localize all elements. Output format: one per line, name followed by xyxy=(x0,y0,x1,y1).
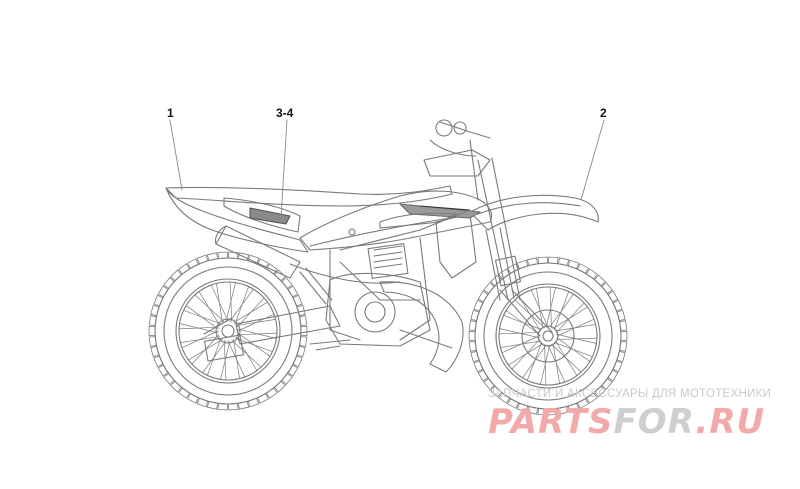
watermark-caption: ЗАПЧАСТИ И АКСЕССУАРЫ ДЛЯ МОТОТЕХНИКИ xyxy=(488,388,772,400)
watermark-logo-for: FOR xyxy=(613,402,696,442)
handlebar xyxy=(423,119,491,201)
exhaust xyxy=(214,225,401,284)
footpeg xyxy=(309,339,351,351)
fuel-tank-shroud xyxy=(299,190,493,251)
front-wheel xyxy=(468,256,628,416)
rear-wheel xyxy=(148,251,308,411)
watermark-logo: PARTSFOR.RU xyxy=(488,402,765,442)
front-fender xyxy=(469,194,599,231)
front-number-plate xyxy=(435,213,477,279)
rear-shock xyxy=(299,267,333,305)
rear-tire-knobs xyxy=(148,251,308,411)
callout-label-2: 2 xyxy=(600,106,607,120)
seat xyxy=(165,185,453,207)
watermark-logo-parts: PARTS xyxy=(488,402,614,442)
swingarm xyxy=(203,305,341,362)
front-spokes xyxy=(498,286,598,386)
rear-side-panel xyxy=(165,187,356,253)
front-fork xyxy=(477,157,553,337)
front-tire-knobs xyxy=(468,256,628,416)
engine xyxy=(325,243,453,349)
callout-label-1: 1 xyxy=(167,106,174,120)
radiator-shroud xyxy=(379,281,464,373)
callout-leaders xyxy=(169,119,605,219)
watermark-logo-ru: .RU xyxy=(695,402,766,442)
callout-label-3-4: 3-4 xyxy=(276,106,294,120)
